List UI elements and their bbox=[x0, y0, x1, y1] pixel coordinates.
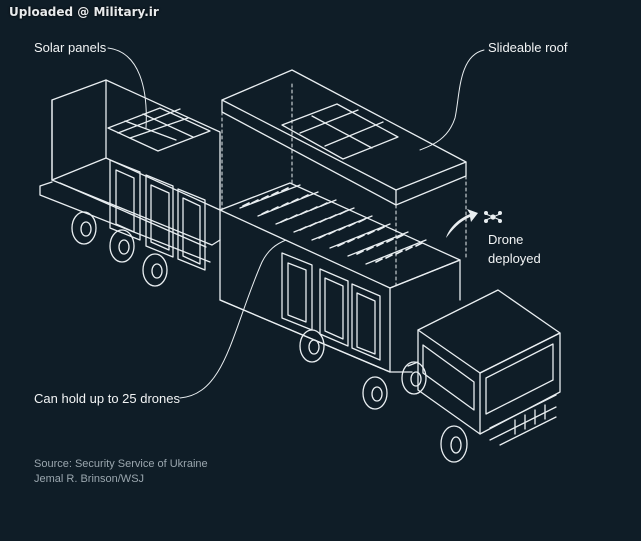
callout-capacity bbox=[179, 239, 287, 399]
slideable-roof bbox=[221, 69, 467, 289]
solar-panel bbox=[107, 107, 211, 152]
label-drone-deployed-line2: deployed bbox=[488, 251, 541, 266]
wheels bbox=[71, 211, 468, 463]
label-slideable-roof: Slideable roof bbox=[488, 40, 568, 55]
callout-solar bbox=[107, 47, 147, 129]
label-solar-panels: Solar panels bbox=[34, 40, 107, 55]
label-drone-deployed-line1: Drone bbox=[488, 232, 524, 247]
truck-cab bbox=[407, 289, 561, 446]
trailer-container-left bbox=[39, 79, 221, 271]
drone-icon bbox=[484, 211, 503, 224]
source-credit: Source: Security Service of Ukraine bbox=[34, 458, 208, 470]
artist-credit: Jemal R. Brinson/WSJ bbox=[34, 473, 145, 485]
watermark-text: Uploaded @ Military.ir bbox=[9, 5, 159, 19]
label-capacity: Can hold up to 25 drones bbox=[34, 391, 180, 406]
arrow-icon bbox=[446, 209, 478, 238]
callout-roof bbox=[419, 49, 485, 151]
drone-bay bbox=[219, 182, 461, 373]
